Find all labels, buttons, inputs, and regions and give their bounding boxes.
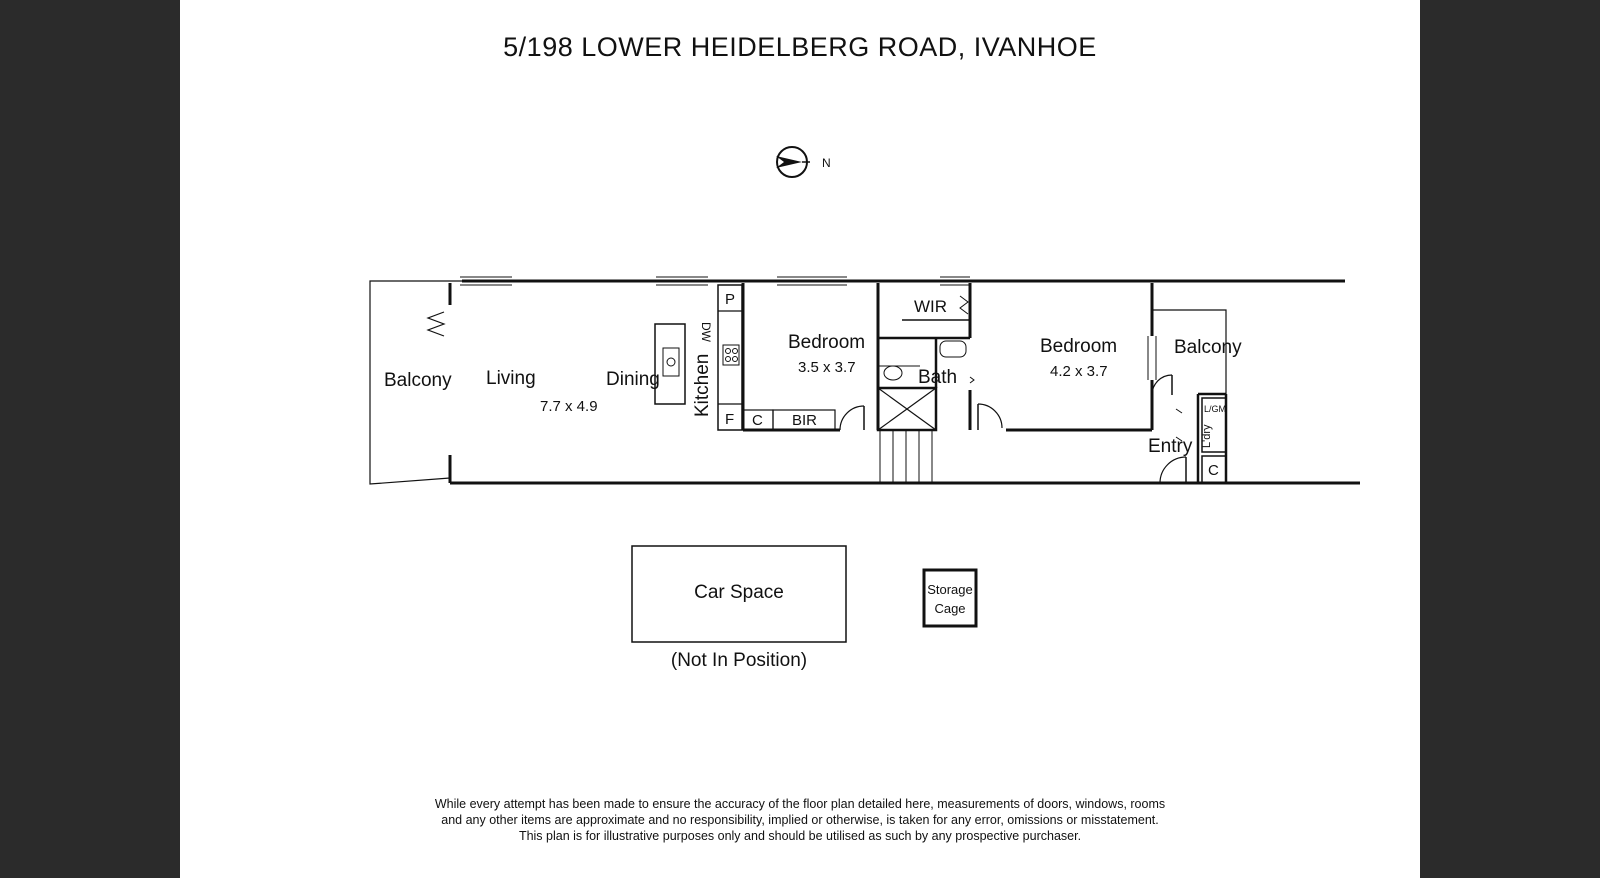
label-pantry: P — [725, 291, 735, 308]
floor-plan-drawing: N — [369, 146, 1360, 671]
label-balcony-left: Balcony — [384, 370, 452, 391]
disclaimer-line: and any other items are approximate and … — [441, 813, 1159, 827]
disclaimer-line: While every attempt has been made to ens… — [434, 797, 1166, 811]
disclaimer-line: This plan is for illustrative purposes o… — [518, 829, 1082, 843]
label-bedroom-2: Bedroom — [1040, 336, 1117, 357]
label-dining: Dining — [606, 369, 660, 390]
disclaimer: While every attempt has been made to ens… — [180, 796, 1420, 844]
plan-title: 5/198 LOWER HEIDELBERG ROAD, IVANHOE — [503, 32, 1097, 62]
label-bedroom-2-dims: 4.2 x 3.7 — [1050, 363, 1108, 380]
floor-plan-sheet: 5/198 LOWER HEIDELBERG ROAD, IVANHOE N — [180, 0, 1420, 878]
label-bath: Bath — [918, 367, 957, 388]
label-living: Living — [486, 368, 536, 389]
label-laundry: L'dry — [1201, 424, 1213, 448]
label-storage-line2: Cage — [934, 601, 965, 616]
stair-void — [876, 386, 938, 432]
label-cupboard-c1: C — [752, 412, 763, 429]
label-storage-line1: Storage — [927, 582, 973, 597]
label-car-space: Car Space — [694, 582, 784, 603]
label-dw: DW — [699, 322, 713, 343]
label-fridge: F — [725, 411, 734, 428]
label-bedroom-1-dims: 3.5 x 3.7 — [798, 359, 856, 376]
balcony-left-outline — [369, 280, 462, 485]
kitchen-island — [654, 323, 686, 405]
label-lgm: L/GM — [1204, 404, 1226, 414]
car-space — [631, 545, 847, 643]
label-balcony-right: Balcony — [1174, 337, 1242, 358]
storage-cage — [922, 568, 978, 628]
bir-robe — [772, 409, 836, 431]
compass-icon — [776, 146, 810, 178]
label-car-space-note: (Not In Position) — [671, 650, 807, 671]
compass-north-label: N — [822, 156, 831, 170]
label-living-dims: 7.7 x 4.9 — [540, 398, 598, 415]
label-bedroom-1: Bedroom — [788, 332, 865, 353]
label-entry: Entry — [1148, 436, 1193, 457]
label-bir: BIR — [792, 412, 817, 429]
bifold-door-icon — [426, 311, 446, 337]
balcony-right-outline — [1152, 309, 1227, 394]
label-kitchen: Kitchen — [692, 354, 713, 417]
label-wir: WIR — [914, 297, 947, 316]
label-cupboard-c2: C — [1208, 462, 1219, 479]
